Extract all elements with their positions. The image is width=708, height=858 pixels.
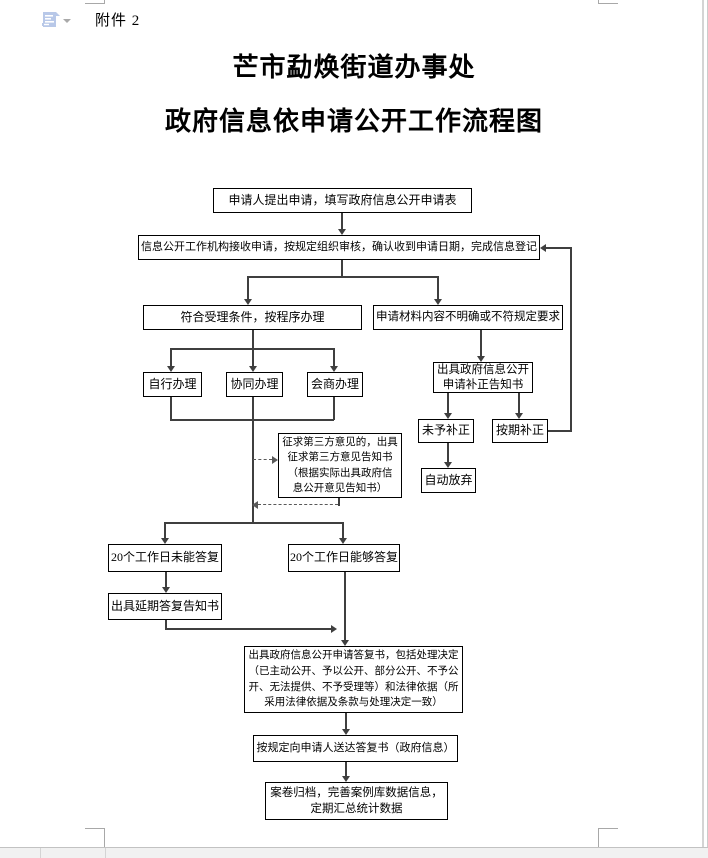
connector-line (548, 430, 571, 432)
connector-line (333, 348, 335, 367)
page-title-line2: 政府信息依申请公开工作流程图 (164, 107, 543, 136)
arrowhead-down (342, 776, 350, 782)
connector-line (164, 522, 166, 539)
flow-node-unclear: 申请材料内容不明确或不符规定要求 (373, 305, 563, 330)
crop-mark-top-right (598, 3, 618, 4)
connector-line (252, 397, 254, 523)
crop-mark-bottom-right-tick (598, 828, 599, 847)
connector-line (338, 498, 340, 506)
arrowhead-down (244, 299, 252, 305)
paste-options-button[interactable] (42, 11, 72, 31)
reply-doc-line: 开、无法提供、不予受理等）和法律依据（所 (248, 681, 459, 693)
crop-mark-top-left (85, 3, 105, 4)
connector-line (437, 276, 439, 300)
arrowhead-down (249, 366, 257, 372)
arrowhead-down (477, 356, 485, 362)
page-edge-line (702, 0, 704, 847)
flow-node-on-time-correction: 按期补正 (492, 419, 548, 443)
flow-node-in-20days: 20个工作日能够答复 (288, 544, 400, 572)
arrowhead-down (167, 366, 175, 372)
dashed-connector (258, 504, 338, 505)
flow-node-self-handle: 自行办理 (143, 372, 202, 397)
reply-doc-line: 采用法律依据及条款与处理决定一致） (264, 697, 443, 709)
dashed-connector (253, 459, 272, 460)
correction-notice-line: 申请补正告知书 (442, 378, 524, 391)
reply-doc-line: 出具政府信息公开申请答复书，包括处理决定 (248, 650, 459, 661)
arrowhead-down (444, 462, 452, 468)
flow-node-qualified: 符合受理条件，按程序办理 (143, 305, 362, 330)
third-party-line: 征求第三方意见告知书 (287, 452, 393, 464)
attachment-label: 附件 2 (95, 13, 141, 29)
flow-node-receive: 信息公开工作机构接收申请，按规定组织审核，确认收到申请日期，完成信息登记 (138, 235, 540, 260)
correction-notice-line: 出具政府信息公开 (437, 364, 529, 377)
arrowhead-down (338, 229, 346, 235)
crop-mark-bottom-right (598, 828, 618, 829)
connector-line (480, 330, 482, 357)
flow-node-deliver: 按规定向申请人送达答复书（政府信息） (253, 735, 458, 762)
flow-node-not-in-20days: 20个工作日未能答复 (108, 544, 222, 572)
connector-line (341, 213, 343, 230)
status-bar (0, 847, 708, 858)
crop-mark-top-left-tick (104, 0, 105, 4)
crop-mark-bottom-left (85, 828, 105, 829)
flow-node-correction-notice: 出具政府信息公开 申请补正告知书 (433, 362, 533, 393)
connector-line (170, 348, 172, 367)
arrowhead-down (342, 729, 350, 735)
archive-line: 案卷归档，完善案例库数据信息， (270, 786, 443, 799)
arrowhead-down (161, 538, 169, 544)
connector-line (165, 628, 331, 630)
connector-line (333, 397, 335, 420)
arrowhead-down (515, 413, 523, 419)
arrowhead-right (331, 625, 337, 633)
connector-line (247, 276, 249, 300)
connector-line (447, 393, 449, 414)
paste-options-icon (42, 12, 60, 27)
arrowhead-left (540, 244, 546, 252)
arrowhead-down (330, 366, 338, 372)
connector-line (247, 276, 438, 278)
reply-doc-line: （已主动公开、予以公开、部分公开、不予公 (248, 665, 459, 677)
connector-line (546, 247, 571, 249)
connector-line (342, 522, 344, 539)
connector-line (165, 572, 167, 588)
connector-line (252, 330, 254, 348)
connector-line (165, 620, 167, 629)
arrowhead-down (444, 413, 452, 419)
arrowhead-right (272, 456, 278, 464)
flow-node-co-handle: 协同办理 (226, 372, 283, 397)
flow-node-consult-handle: 会商办理 (307, 372, 363, 397)
flow-node-reply-doc: 出具政府信息公开申请答复书，包括处理决定 （已主动公开、予以公开、部分公开、不予… (244, 646, 463, 713)
connector-line (345, 762, 347, 777)
chevron-down-icon[interactable] (63, 19, 71, 23)
flow-node-delay-notice: 出具延期答复告知书 (108, 593, 222, 620)
flow-node-third-party: 征求第三方意见的，出具 征求第三方意见告知书 （根据实际出具政府信 息公开意见告… (278, 433, 402, 498)
connector-line (252, 348, 254, 367)
arrowhead-down (434, 299, 442, 305)
arrowhead-down (341, 640, 349, 646)
status-bar-separator (105, 848, 106, 858)
crop-mark-bottom-left-tick (104, 828, 105, 847)
connector-line (170, 397, 172, 420)
connector-line (570, 247, 572, 432)
connector-line (344, 572, 346, 641)
third-party-line: 息公开意见告知书） (292, 482, 388, 494)
connector-line (164, 522, 343, 524)
third-party-line: 征求第三方意见的，出具 (282, 437, 398, 449)
flow-node-apply: 申请人提出申请，填写政府信息公开申请表 (213, 188, 472, 213)
third-party-line: （根据实际出具政府信 (287, 467, 393, 479)
flow-node-archive: 案卷归档，完善案例库数据信息， 定期汇总统计数据 (265, 782, 448, 820)
arrowhead-left (252, 501, 258, 509)
archive-line: 定期汇总统计数据 (310, 803, 403, 815)
connector-line (518, 393, 520, 414)
flow-node-auto-abandon: 自动放弃 (421, 468, 476, 493)
connector-line (447, 443, 449, 463)
page-title-line1: 芒市勐焕街道办事处 (232, 53, 476, 82)
connector-line (341, 260, 343, 276)
arrowhead-down (339, 538, 347, 544)
status-bar-separator (40, 848, 41, 858)
arrowhead-down (162, 587, 170, 593)
crop-mark-top-right-tick (598, 0, 599, 4)
flow-node-no-correction: 未予补正 (418, 419, 474, 443)
connector-line (345, 713, 347, 730)
